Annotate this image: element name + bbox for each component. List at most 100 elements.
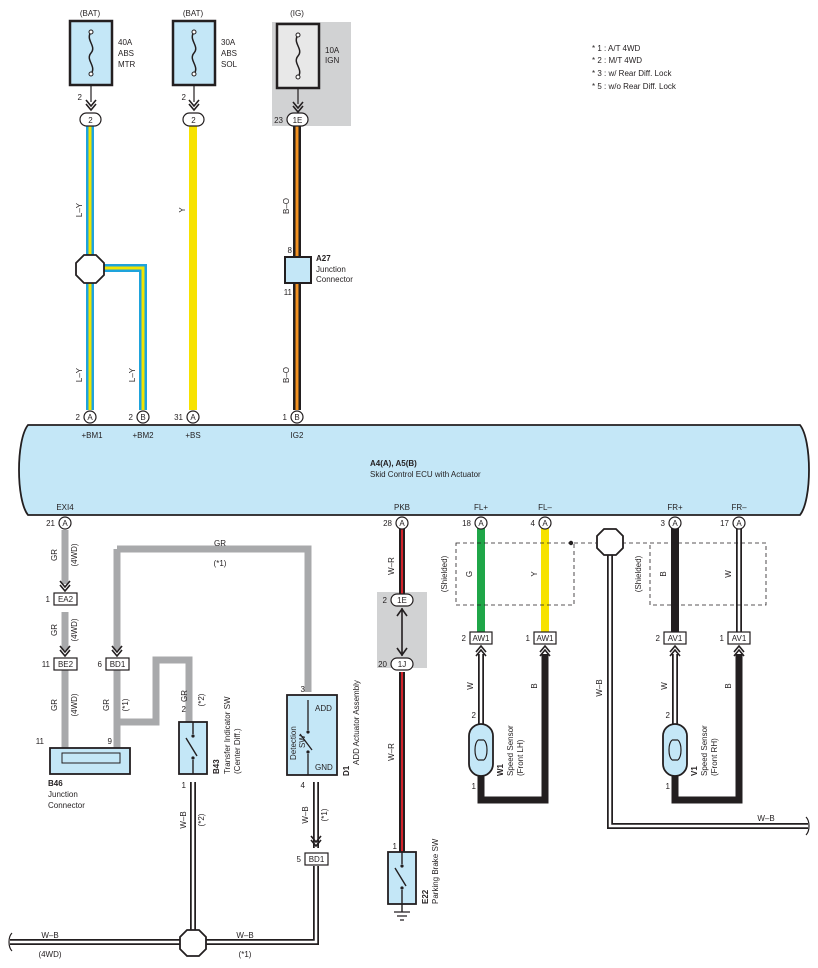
- label-b-1: B: [530, 683, 539, 688]
- svg-text:1: 1: [393, 842, 398, 851]
- fuse-ign: (IG) 10A IGN: [275, 9, 340, 104]
- svg-text:FL–: FL–: [538, 503, 552, 512]
- svg-text:FR–: FR–: [731, 503, 747, 512]
- b43-transfer-indicator-switch: 2 GR (*2) 1 B43 Transfer Indicator SW (C…: [178, 690, 242, 790]
- label-star1-bottom: (*1): [239, 950, 252, 959]
- svg-text:Parking Brake SW: Parking Brake SW: [431, 838, 440, 904]
- svg-text:1E: 1E: [293, 116, 303, 125]
- svg-text:* 5 : w/o Rear Diff. Lock: * 5 : w/o Rear Diff. Lock: [592, 82, 677, 91]
- svg-text:* 1 : A/T 4WD: * 1 : A/T 4WD: [592, 44, 641, 53]
- svg-text:A: A: [672, 519, 678, 528]
- svg-text:W1: W1: [496, 763, 505, 776]
- shield-dot: [568, 540, 574, 546]
- label-yl: Y: [530, 571, 539, 577]
- ecu-pin-bm2: B 2 +BM2: [129, 410, 154, 440]
- svg-text:A27: A27: [316, 254, 331, 263]
- label-y: Y: [178, 207, 187, 213]
- svg-text:SOL: SOL: [221, 60, 238, 69]
- ecu-title: A4(A), A5(B): [370, 459, 417, 468]
- svg-text:A: A: [190, 413, 196, 422]
- label-4wd-3: (4WD): [70, 693, 79, 716]
- ecu-pin-pkb: PKB A 28: [383, 503, 410, 530]
- svg-text:+BS: +BS: [185, 431, 200, 440]
- b46-junction-connector: 11 9 B46 Junction Connector: [36, 737, 131, 810]
- svg-text:30A: 30A: [221, 38, 236, 47]
- wire-wb-ground: [10, 552, 808, 945]
- svg-text:A: A: [62, 519, 68, 528]
- label-w-2: W: [724, 570, 733, 578]
- svg-text:MTR: MTR: [118, 60, 136, 69]
- svg-text:1J: 1J: [398, 660, 406, 669]
- svg-text:A: A: [399, 519, 405, 528]
- svg-text:FL+: FL+: [474, 503, 488, 512]
- ecu-pin-fr-minus: FR– A 17: [720, 503, 747, 530]
- label-4wd-1: (4WD): [70, 543, 79, 566]
- svg-text:2: 2: [462, 634, 467, 643]
- label-b-2: B: [659, 571, 668, 576]
- shield-right: [649, 542, 767, 606]
- label-gr-1: GR: [50, 549, 59, 561]
- ecu-pin-ig2: B 1 IG2: [283, 410, 304, 440]
- label-star1-1: (*1): [214, 559, 227, 568]
- ecu-pin-exi4: EXI4 A 21: [46, 503, 74, 530]
- notes: * 1 : A/T 4WD * 2 : M/T 4WD * 3 : w/ Rea…: [592, 44, 677, 91]
- label-wb-5: W–B: [595, 679, 604, 696]
- label-wb-2: W–B: [301, 806, 310, 823]
- svg-text:D1: D1: [342, 765, 351, 776]
- ecu-subtitle: Skid Control ECU with Actuator: [370, 470, 481, 479]
- svg-text:2: 2: [383, 596, 388, 605]
- junction-ly: [75, 254, 105, 284]
- w1-speed-sensor-front-lh: 2 1 W1 Speed Sensor (Front LH): [468, 711, 525, 791]
- svg-text:3: 3: [301, 685, 306, 694]
- svg-text:(Front LH): (Front LH): [516, 739, 525, 776]
- ecu-pin-bm1: A 2 +BM1: [76, 410, 103, 440]
- svg-text:2: 2: [656, 634, 661, 643]
- svg-text:31: 31: [174, 413, 183, 422]
- fuse-abs-mtr: (BAT) 40A ABS MTR 2: [68, 9, 136, 102]
- svg-text:FR+: FR+: [667, 503, 683, 512]
- svg-text:10A: 10A: [325, 46, 340, 55]
- connector-bd1-top: BD1 6: [98, 657, 130, 671]
- label-wr-2: W–R: [387, 743, 396, 761]
- ecu-pin-fl-plus: FL+ A 18: [462, 503, 488, 530]
- svg-text:Speed Sensor: Speed Sensor: [700, 725, 709, 776]
- svg-text:ABS: ABS: [118, 49, 134, 58]
- wire-b-fr-minus-lower: [671, 654, 743, 804]
- svg-text:20: 20: [378, 660, 387, 669]
- svg-text:AV1: AV1: [668, 634, 683, 643]
- svg-text:4: 4: [531, 519, 536, 528]
- wire-ly-bm2: [100, 264, 147, 410]
- svg-text:2: 2: [182, 705, 187, 714]
- svg-text:2: 2: [666, 711, 671, 720]
- svg-text:* 2 : M/T 4WD: * 2 : M/T 4WD: [592, 56, 642, 65]
- svg-text:2: 2: [129, 413, 134, 422]
- svg-text:A: A: [478, 519, 484, 528]
- svg-text:3: 3: [661, 519, 666, 528]
- wire-gr-exi4: [61, 530, 312, 748]
- label-b-3: B: [724, 683, 733, 688]
- svg-text:40A: 40A: [118, 38, 133, 47]
- svg-text:17: 17: [720, 519, 729, 528]
- svg-text:A: A: [87, 413, 93, 422]
- label-bo-1: B–O: [282, 198, 291, 214]
- label-ly-1: L–Y: [75, 202, 84, 217]
- e22-parking-brake-switch: 1 E22 Parking Brake SW: [387, 838, 440, 921]
- svg-text:5: 5: [297, 855, 302, 864]
- label-g: G: [465, 571, 474, 577]
- svg-text:11: 11: [284, 288, 293, 297]
- ecu-pin-fr-plus: FR+ A 3: [661, 503, 683, 530]
- v1-speed-sensor-front-rh: 2 1 V1 Speed Sensor (Front RH): [662, 711, 719, 791]
- svg-text:ADD: ADD: [315, 704, 332, 713]
- label-gr-3: GR: [214, 539, 226, 548]
- svg-text:1: 1: [46, 595, 51, 604]
- connector-aw1-1: AW1 1: [526, 631, 557, 645]
- svg-text:(BAT): (BAT): [183, 9, 204, 18]
- label-star2: (*2): [197, 813, 206, 826]
- label-gr-5: GR: [102, 699, 111, 711]
- svg-text:1: 1: [666, 782, 671, 791]
- connector-2-abs-sol: 2: [182, 112, 205, 127]
- label-wb-1: W–B: [179, 811, 188, 828]
- svg-text:GR: GR: [180, 690, 189, 702]
- svg-text:(BAT): (BAT): [80, 9, 101, 18]
